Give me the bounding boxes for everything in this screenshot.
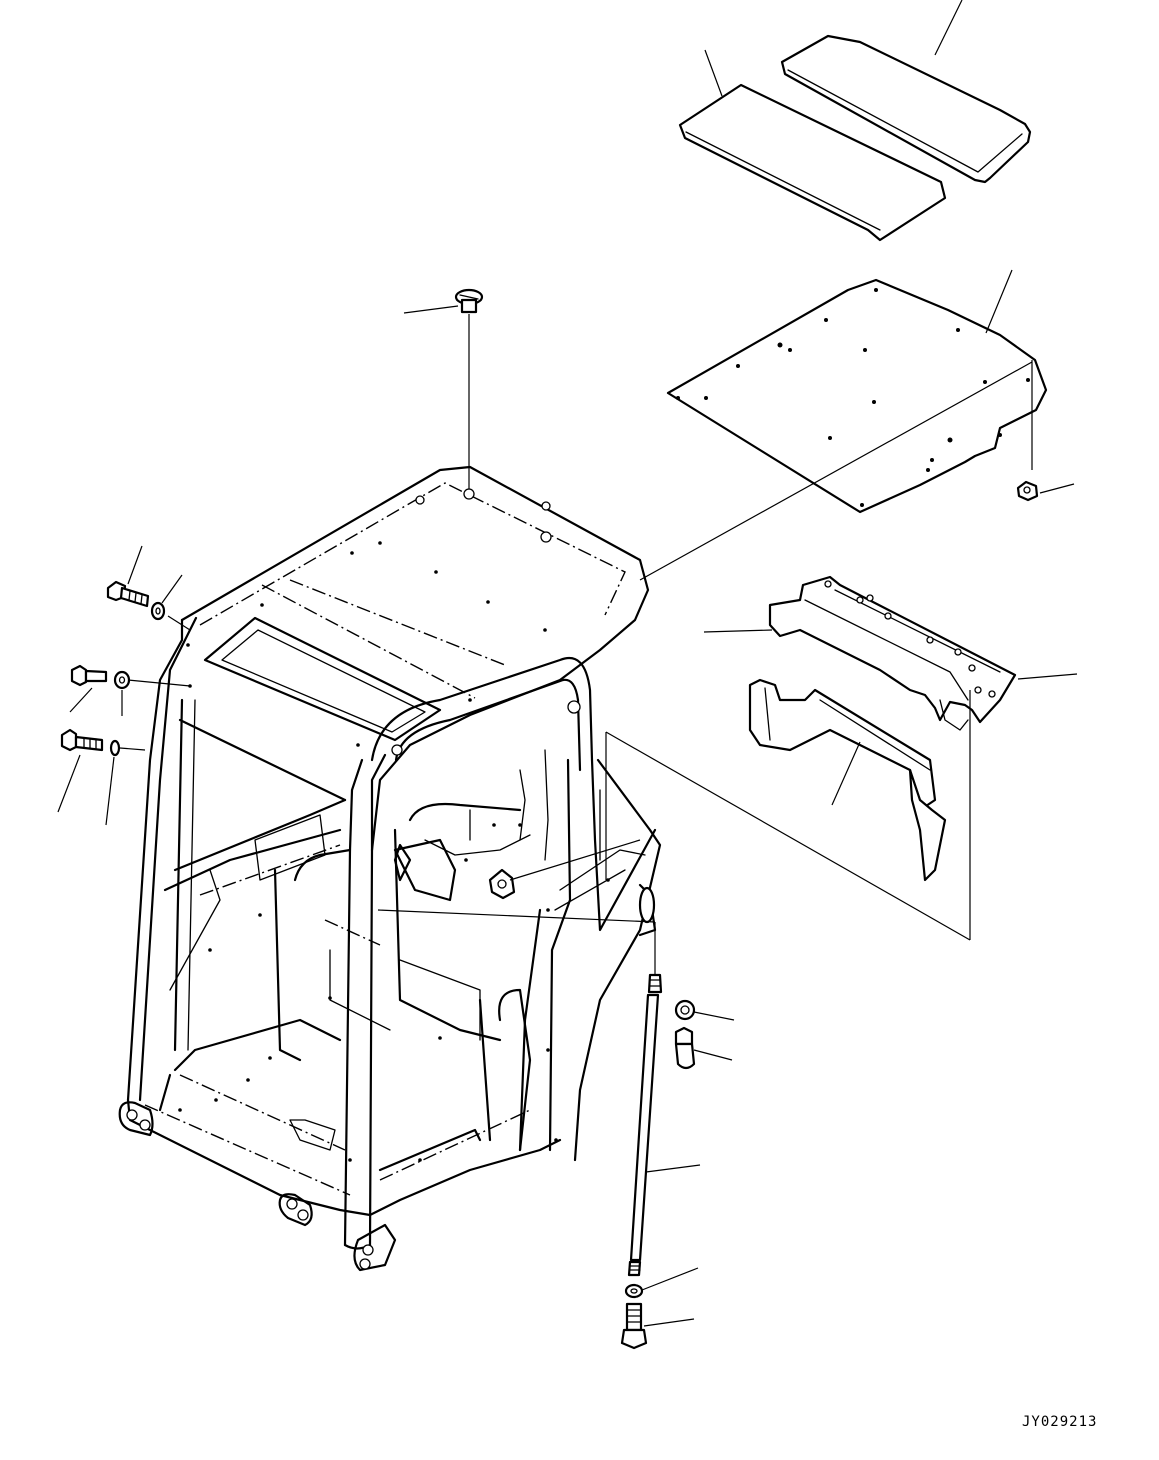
leader-line [161, 574, 183, 604]
leader-line [693, 1011, 735, 1021]
leader-line [403, 305, 459, 314]
leader-line [57, 754, 81, 813]
leader-line [127, 545, 143, 585]
leader-line [1017, 673, 1078, 680]
bolt-mid-left [70, 664, 108, 687]
leader-line [641, 1267, 699, 1291]
bolt-upper-right [674, 1026, 696, 1070]
washer-lower-right [624, 1283, 644, 1299]
hex-nut [1016, 480, 1039, 502]
leader-line [703, 629, 773, 633]
leader-line [377, 909, 656, 923]
roof-plug [454, 288, 484, 314]
leader-line [831, 741, 861, 806]
leader-line [69, 687, 93, 713]
cushion-pad-left [678, 83, 947, 242]
leader-line [119, 747, 146, 751]
cable-clip [488, 868, 516, 900]
leader-line [1039, 483, 1075, 494]
bracket-plate-upper [768, 575, 1017, 731]
leader-line [704, 49, 723, 97]
bolt-lower-left [60, 728, 104, 752]
cushion-pad-right [780, 34, 1032, 184]
cab-frame [118, 465, 662, 1272]
leader-line [509, 839, 641, 881]
leader-line [605, 731, 971, 941]
leader-line [645, 1164, 701, 1173]
spring-washer-lower-left [109, 739, 121, 757]
washer-mid-left [113, 670, 131, 690]
bolt-upper-left [106, 580, 150, 608]
stay-rod [627, 973, 663, 1277]
leader-line [985, 269, 1013, 334]
leader-line [693, 1049, 733, 1061]
leader-line [127, 679, 191, 687]
leader-line [105, 756, 115, 826]
leader-line [167, 615, 191, 631]
washer-upper-right [674, 999, 696, 1021]
leader-line [934, 0, 963, 56]
bracket-channel [748, 678, 947, 882]
bolt-lower-right [620, 1302, 648, 1350]
roof-liner-plate [666, 278, 1048, 514]
washer-upper-left [150, 601, 166, 621]
drawing-code: JY029213 [1022, 1414, 1098, 1430]
leader-line [639, 361, 1033, 581]
leader-line [643, 1318, 695, 1327]
